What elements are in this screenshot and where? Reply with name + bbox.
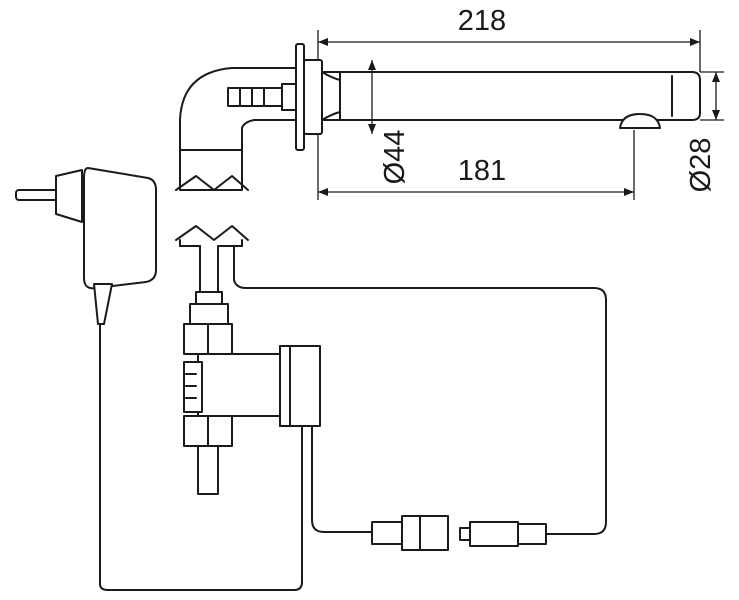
supply-pipe <box>175 149 249 293</box>
spout-length-label: 181 <box>458 155 506 187</box>
elbow-fitting <box>179 67 297 151</box>
power-adapter <box>15 167 303 591</box>
overall-length-label: 218 <box>458 5 506 37</box>
solenoid-valve <box>183 291 373 533</box>
spout-diameter-label: Ø28 <box>685 138 717 193</box>
dimension-lines <box>317 30 724 200</box>
base-diameter-label: Ø44 <box>379 130 411 185</box>
cable-connectors <box>371 515 547 551</box>
tap-spout <box>295 43 701 151</box>
sensor-cable <box>233 245 607 535</box>
